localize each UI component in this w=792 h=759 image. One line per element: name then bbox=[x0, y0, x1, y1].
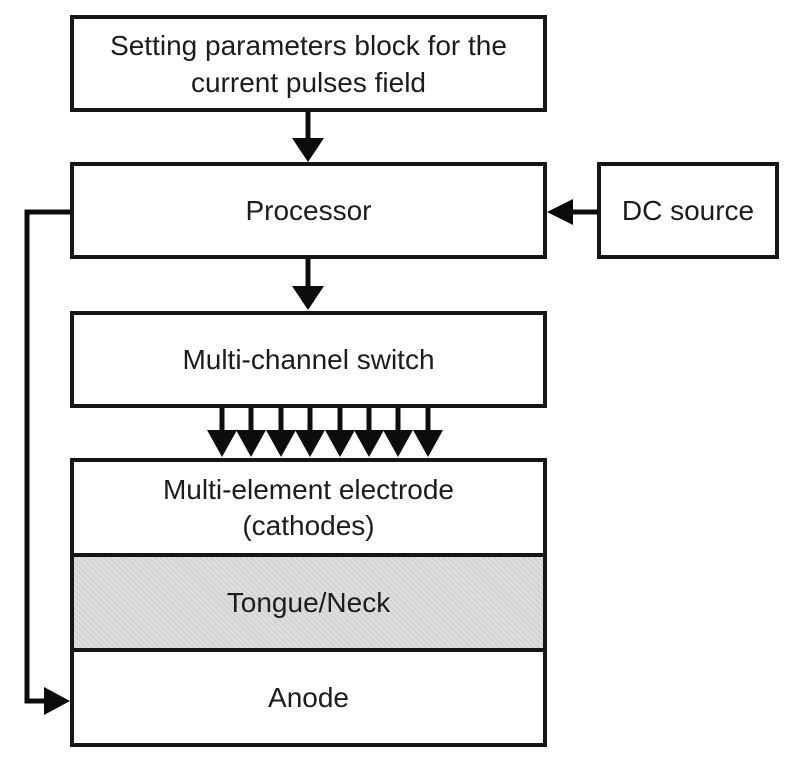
channel-arrow bbox=[236, 408, 266, 457]
settings-parameters-label-line2: current pulses field bbox=[190, 66, 426, 98]
processor-block: Processor bbox=[70, 162, 547, 259]
dc-source-block: DC source bbox=[597, 162, 779, 259]
feedback-line-processor-to-anode bbox=[24, 209, 70, 715]
channel-arrows bbox=[207, 408, 443, 457]
channel-arrow bbox=[266, 408, 296, 457]
anode-block: Anode bbox=[74, 652, 543, 743]
multi-element-electrode-label-line1: Multi-element electrode bbox=[162, 473, 455, 505]
channel-arrow bbox=[207, 408, 237, 457]
multi-channel-switch-block: Multi-channel switch bbox=[70, 311, 547, 408]
tongue-neck-block: Tongue/Neck bbox=[74, 553, 543, 652]
dc-source-label: DC source bbox=[621, 195, 755, 226]
multi-element-electrode-label-line2: (cathodes) bbox=[242, 509, 375, 541]
multi-channel-switch-label: Multi-channel switch bbox=[182, 344, 435, 375]
arrow-settings-to-processor bbox=[292, 111, 324, 162]
channel-arrow bbox=[325, 408, 355, 457]
anode-label: Anode bbox=[268, 681, 349, 713]
channel-arrow bbox=[354, 408, 384, 457]
settings-parameters-label-line1: Setting parameters block for the bbox=[110, 29, 507, 61]
multi-element-electrode-block: Multi-element electrode (cathodes) bbox=[74, 462, 543, 553]
arrow-dc-source-to-processor bbox=[547, 199, 598, 225]
channel-arrow bbox=[413, 408, 443, 457]
tongue-neck-label: Tongue/Neck bbox=[226, 586, 391, 618]
processor-label: Processor bbox=[245, 195, 372, 226]
channel-arrow bbox=[295, 408, 325, 457]
electrode-tissue-stack: Multi-element electrode (cathodes) Tongu… bbox=[70, 458, 547, 747]
arrow-processor-to-switch bbox=[292, 258, 324, 310]
channel-arrow bbox=[383, 408, 413, 457]
settings-parameters-block: Setting parameters block for the current… bbox=[70, 15, 547, 112]
